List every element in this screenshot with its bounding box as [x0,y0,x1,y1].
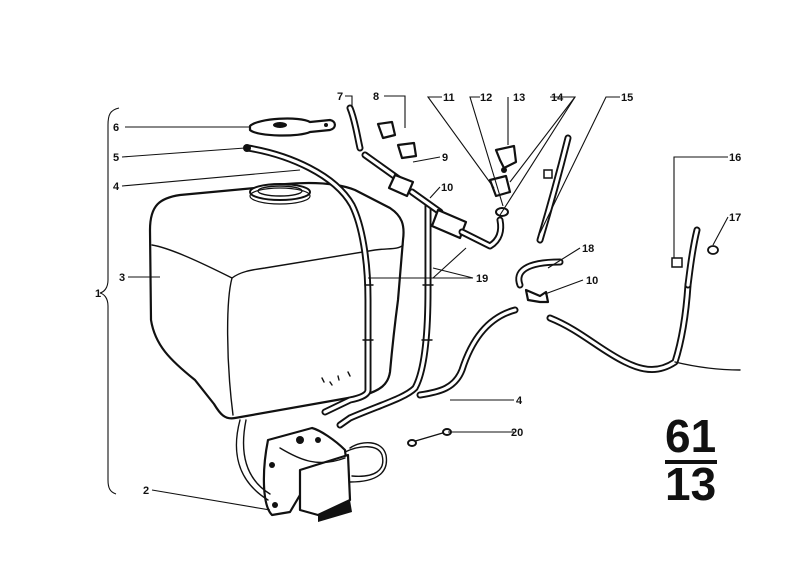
label-14: 14 [551,92,564,104]
leader-lines [121,95,729,511]
label-4b: 4 [516,395,523,407]
wire-harness [243,144,372,416]
label-10b: 10 [586,275,598,287]
return-hose [416,281,741,399]
hose-pair [336,201,434,429]
label-10a: 10 [441,182,453,194]
label-12: 12 [480,92,492,104]
label-20: 20 [511,427,523,439]
screw [707,245,719,255]
group-number: 61 [665,410,716,462]
fraction-bar [665,460,717,464]
assembly-bracket [99,107,120,495]
connector-rod [407,428,452,447]
hose-bend [346,104,364,152]
washer-pump [235,419,388,522]
label-8: 8 [373,91,379,103]
label-17: 17 [729,212,741,224]
label-6: 6 [113,122,119,134]
page-number: 13 [665,458,716,510]
clip-pair [376,120,418,160]
nozzle-bracket [671,226,701,289]
label-5: 5 [113,152,119,164]
label-9: 9 [442,152,448,164]
cover-plate [248,117,336,137]
label-18: 18 [582,243,594,255]
check-valve [361,151,505,250]
label-3: 3 [119,272,125,284]
label-1: 1 [95,288,101,300]
label-16: 16 [729,152,741,164]
label-4a: 4 [113,181,120,193]
label-13: 13 [513,92,525,104]
part-labels: 1 2 3 4 4 5 6 7 8 9 10 10 11 12 13 14 15… [95,91,741,497]
label-2: 2 [143,485,149,497]
reservoir-tank [148,181,405,420]
label-19: 19 [476,273,488,285]
page-reference: 61 13 [665,410,717,510]
label-7: 7 [337,91,343,103]
nozzle-hose [536,134,572,244]
t-connector [515,258,564,304]
label-15: 15 [621,92,633,104]
label-11: 11 [443,92,455,104]
